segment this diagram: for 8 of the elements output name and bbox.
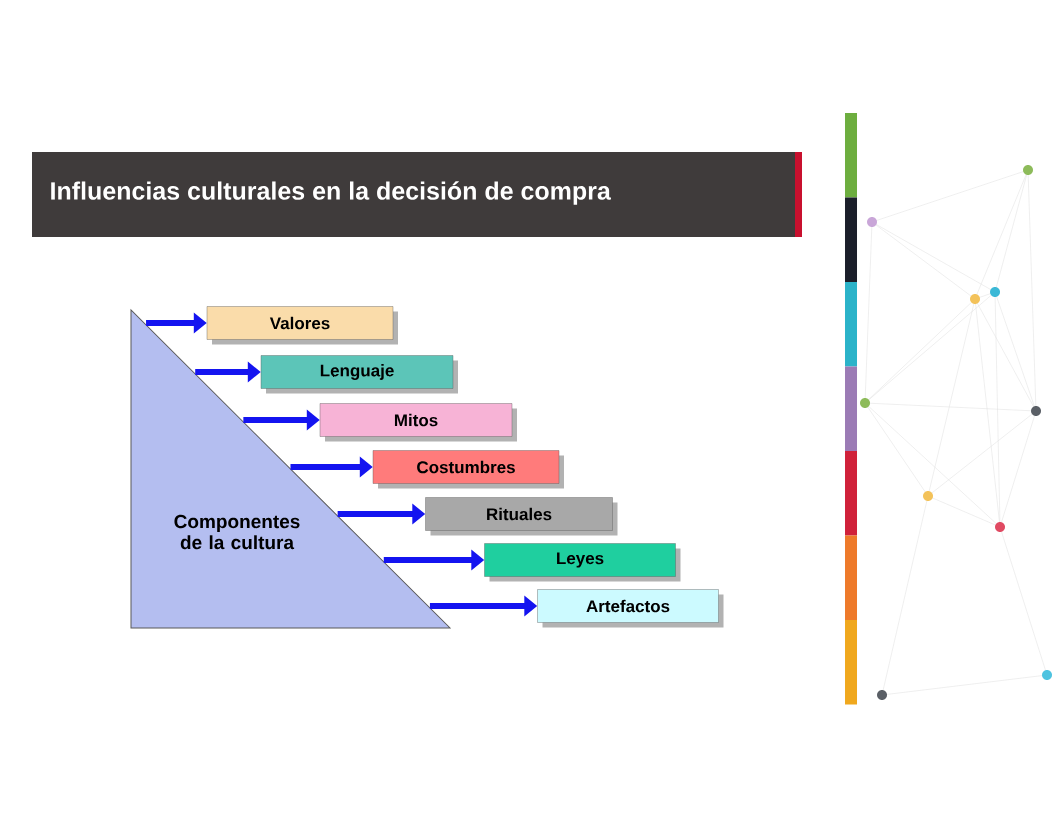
label-box: Rituales (425, 497, 618, 536)
label-box: Lenguaje (260, 355, 458, 394)
label-box: Valores (206, 306, 398, 345)
label-box: Mitos (319, 403, 517, 442)
label-box: Costumbres (372, 450, 564, 489)
title: Influencias culturales en la decisión de compra (51, 181, 611, 205)
label-box: Leyes (484, 543, 681, 582)
label-box: Artefactos (537, 589, 724, 628)
